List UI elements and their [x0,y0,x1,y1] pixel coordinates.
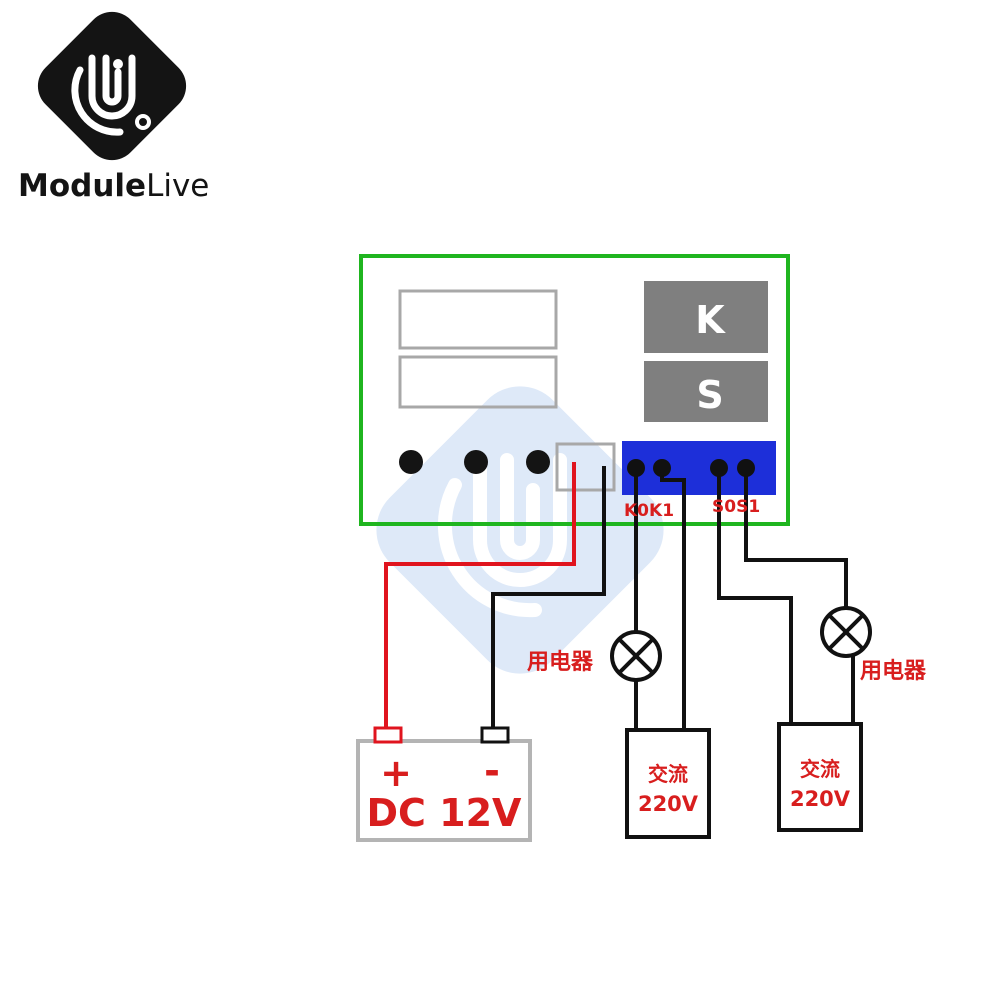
positive-wire [384,462,576,730]
ac-source-left: 交流 220V [625,728,711,839]
terminal-screw-k1 [653,459,671,477]
terminal-labels: K0K1 S0S1 [624,497,760,521]
lamp-right-icon [820,606,872,658]
s-button[interactable]: S [644,361,768,422]
s0-wire [717,468,793,724]
terminal-screw-s1 [737,459,755,477]
dc-supply: + - DC 12V [356,726,532,842]
load-label-left: 用电器 [527,650,594,675]
indicator-dot [526,450,550,474]
negative-wire [491,466,606,730]
indicator-dot [464,450,488,474]
k-button[interactable]: K [644,281,768,353]
terminal-label-s1: S1 [736,497,760,517]
display-window-lower [398,355,558,409]
k-button-label: K [695,298,726,342]
logo-dot [113,59,123,69]
s-button-label: S [696,373,723,417]
power-connector [555,442,616,492]
dc-positive-terminal [373,726,403,744]
display-window-upper [398,289,558,350]
lamp-left-icon [610,630,662,682]
indicator-dot [399,450,423,474]
ac-source-left-line2: 220V [638,792,699,816]
watermark-logo [376,386,664,674]
logo-diamond [37,11,187,161]
modulelive-logo: ModuleLive [18,11,209,204]
ac-source-right-line1: 交流 [800,757,840,781]
terminal-label-k0: K0 [624,501,649,521]
svg-text:S0S1: S0S1 [712,497,760,517]
terminal-label-k1: K1 [649,501,674,521]
terminal-screw-k0 [627,459,645,477]
ac-source-right: 交流 220V [777,722,863,832]
terminal-screw-s0 [710,459,728,477]
logo-ring [135,114,151,130]
logo-wordmark: ModuleLive [18,168,209,204]
dc-negative-terminal [480,726,510,744]
logo-word-live: Live [146,168,209,204]
dc-plus-label: + [380,751,412,795]
terminal-label-s0: S0 [712,497,736,517]
dc-voltage-label: DC 12V [367,791,523,835]
ac-source-right-line2: 220V [790,787,851,811]
ac-source-left-line1: 交流 [648,762,688,786]
svg-text:K0K1: K0K1 [624,501,674,521]
dc-minus-label: - [484,749,500,793]
s1-wire [744,468,848,608]
load-label-right: 用电器 [860,659,927,684]
logo-circuit-mark [71,54,136,136]
logo-word-module: Module [18,168,146,204]
